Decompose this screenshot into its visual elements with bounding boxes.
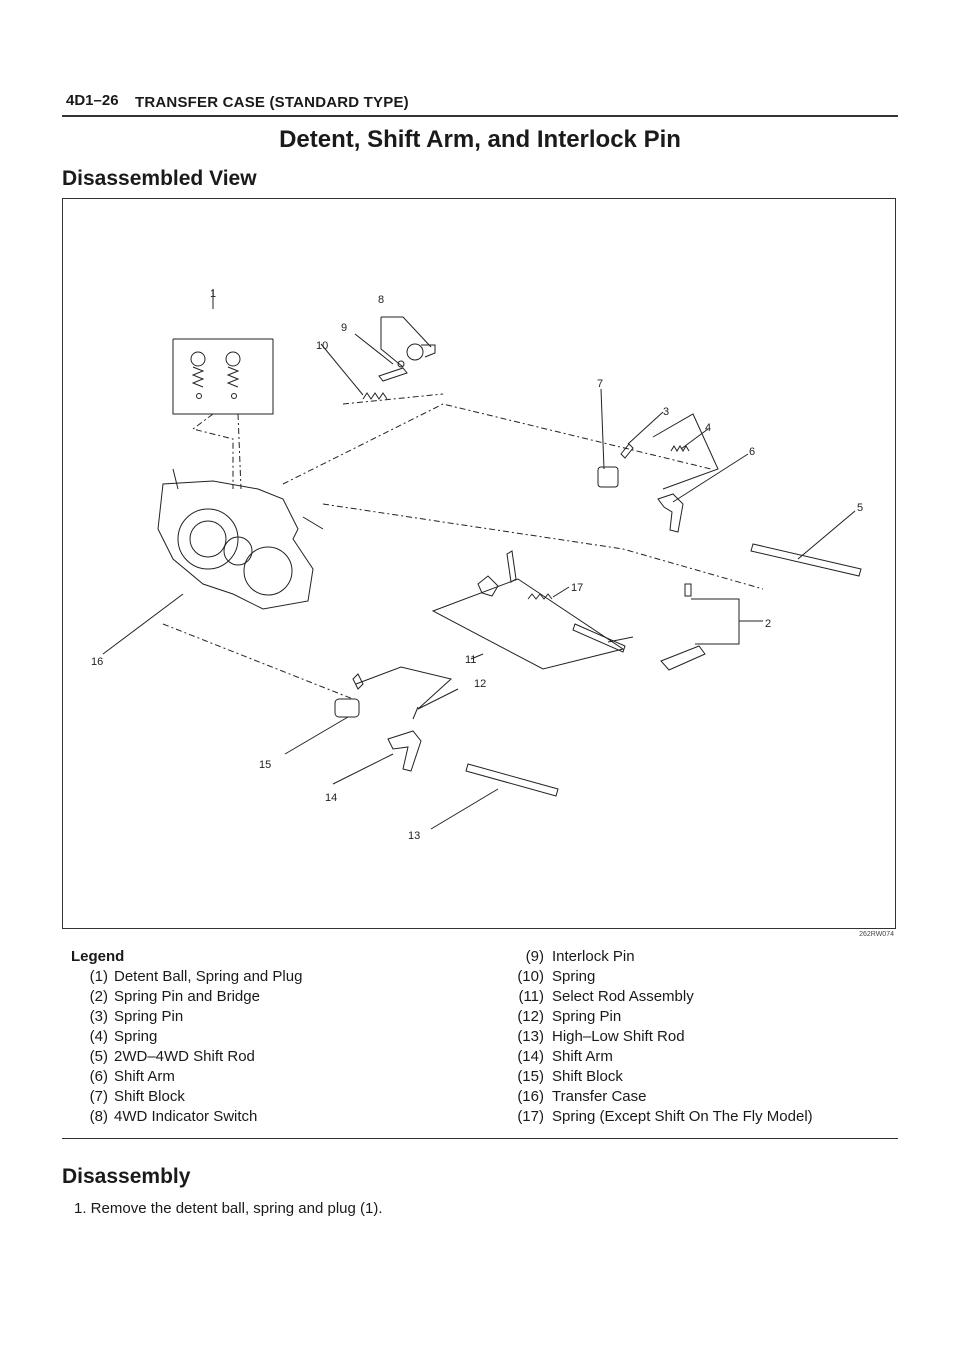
legend-text: High–Low Shift Rod bbox=[552, 1028, 685, 1045]
legend-number: (12) bbox=[517, 1008, 544, 1025]
callout-6: 6 bbox=[749, 446, 755, 458]
section-heading-disassembly: Disassembly bbox=[62, 1165, 191, 1188]
legend-text: 4WD Indicator Switch bbox=[114, 1108, 258, 1125]
exploded-view-drawing: 1 2 3 4 5 6 7 8 9 10 11 12 13 14 15 16 1… bbox=[91, 288, 863, 842]
callout-10: 10 bbox=[316, 340, 328, 352]
callout-17: 17 bbox=[571, 582, 583, 594]
shift-rod-icon bbox=[750, 543, 862, 577]
legend-text: Shift Block bbox=[114, 1088, 185, 1105]
legend-number: (5) bbox=[89, 1048, 108, 1065]
legend-text: Detent Ball, Spring and Plug bbox=[114, 968, 303, 985]
shift-block-icon bbox=[334, 698, 360, 718]
shift-block-icon bbox=[597, 466, 619, 488]
legend-text: Select Rod Assembly bbox=[552, 988, 694, 1005]
callout-13: 13 bbox=[408, 830, 420, 842]
callout-9: 9 bbox=[341, 322, 347, 334]
bridge-icon bbox=[660, 645, 706, 671]
callout-5: 5 bbox=[857, 502, 863, 514]
callout-11: 11 bbox=[465, 654, 476, 666]
legend-number: (14) bbox=[517, 1048, 544, 1065]
legend-number: (7) bbox=[89, 1088, 108, 1105]
plug-icon bbox=[190, 351, 206, 367]
legend-text: 2WD–4WD Shift Rod bbox=[114, 1048, 255, 1065]
callout-4: 4 bbox=[705, 422, 711, 434]
legend-text: Shift Arm bbox=[114, 1068, 175, 1085]
callout-14: 14 bbox=[325, 792, 337, 804]
plug-icon bbox=[225, 351, 241, 367]
legend-text: Shift Arm bbox=[552, 1048, 613, 1065]
legend-number: (11) bbox=[518, 988, 544, 1005]
shift-rod-icon bbox=[465, 763, 559, 797]
figure-code: 262RW074 bbox=[859, 931, 894, 938]
callout-2: 2 bbox=[765, 618, 771, 630]
callout-15: 15 bbox=[259, 759, 271, 771]
legend-number: (13) bbox=[517, 1028, 544, 1045]
legend-number: (15) bbox=[517, 1068, 544, 1085]
legend-text: Transfer Case bbox=[552, 1088, 647, 1105]
legend-number: (17) bbox=[517, 1108, 544, 1125]
legend-divider bbox=[62, 1138, 898, 1139]
callout-8: 8 bbox=[378, 294, 384, 306]
indicator-switch-icon bbox=[406, 343, 424, 361]
legend-number: (10) bbox=[517, 968, 544, 985]
legend-number: (16) bbox=[517, 1088, 544, 1105]
legend-number: (8) bbox=[89, 1108, 108, 1125]
legend-text: Spring bbox=[552, 968, 596, 985]
legend-number: (9) bbox=[525, 948, 544, 965]
transfer-case-icon bbox=[157, 468, 324, 610]
legend-text: Spring Pin bbox=[552, 1008, 622, 1025]
callout-7: 7 bbox=[597, 378, 603, 390]
page-title: Detent, Shift Arm, and Interlock Pin bbox=[279, 126, 681, 153]
disassembly-step: 1. Remove the detent ball, spring and pl… bbox=[74, 1200, 383, 1217]
legend-number: (6) bbox=[89, 1068, 108, 1085]
legend-title: Legend bbox=[71, 948, 125, 965]
header-page-code: 4D1–26 bbox=[66, 92, 119, 109]
legend-number: (4) bbox=[89, 1028, 108, 1045]
callout-12: 12 bbox=[474, 678, 486, 690]
section-heading-disassembled-view: Disassembled View bbox=[62, 167, 257, 190]
legend-number: (3) bbox=[89, 1008, 108, 1025]
callout-16: 16 bbox=[91, 656, 103, 668]
legend-text: Spring (Except Shift On The Fly Model) bbox=[552, 1108, 813, 1125]
legend-text: Interlock Pin bbox=[552, 948, 635, 965]
header-divider bbox=[62, 115, 898, 117]
shift-arm-icon bbox=[657, 493, 684, 533]
header-section-title: TRANSFER CASE (STANDARD TYPE) bbox=[135, 94, 409, 111]
exploded-view-figure: 1 2 3 4 5 6 7 8 9 10 11 12 13 14 15 16 1… bbox=[62, 198, 896, 929]
legend-number: (1) bbox=[89, 968, 108, 985]
legend-text: Shift Block bbox=[552, 1068, 623, 1085]
legend-number: (2) bbox=[89, 988, 108, 1005]
shift-arm-icon bbox=[387, 730, 422, 772]
legend-text: Spring Pin bbox=[114, 1008, 184, 1025]
legend-text: Spring Pin and Bridge bbox=[114, 988, 260, 1005]
callout-1: 1 bbox=[210, 288, 216, 300]
legend-text: Spring bbox=[114, 1028, 158, 1045]
callout-3: 3 bbox=[663, 406, 669, 418]
